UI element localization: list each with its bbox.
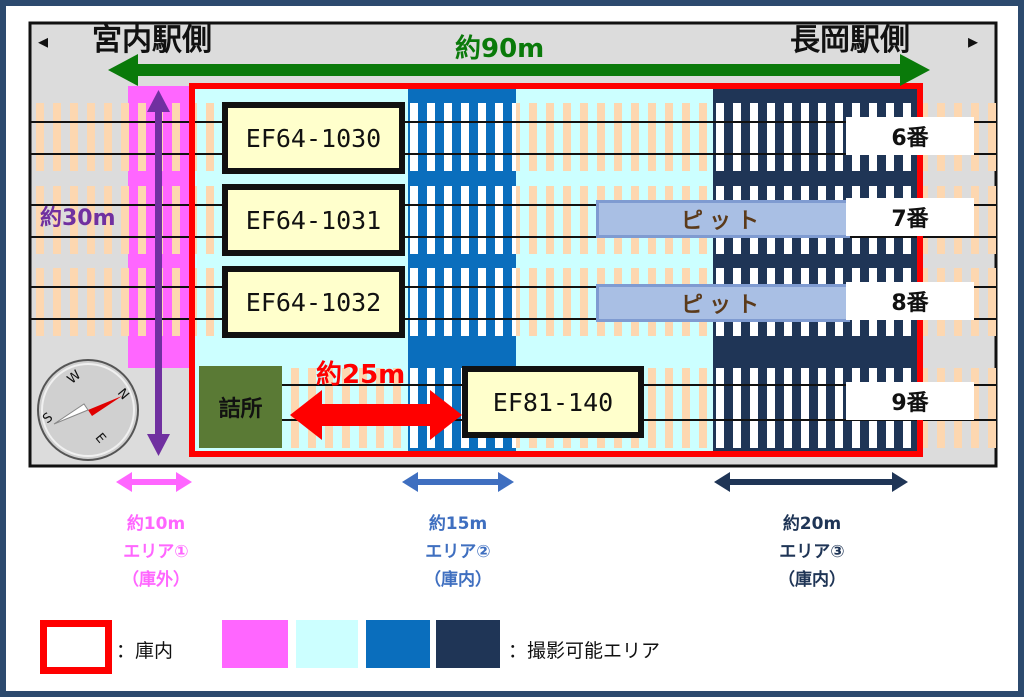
area-1-label: 約10m エリア① （庫外） <box>96 510 216 594</box>
area-2-size: 約15m <box>428 514 488 534</box>
staff-office: 詰所 <box>199 366 282 448</box>
locomotive-ef64-1030: EF64-1030 <box>222 102 405 174</box>
legend-depot-swatch <box>40 620 112 674</box>
area-3-name: エリア③ <box>779 542 845 562</box>
depot-border <box>189 83 923 457</box>
locomotive-ef64-1031: EF64-1031 <box>222 184 405 256</box>
area-2-note: （庫内） <box>424 570 492 590</box>
track-number-8: 8番 <box>846 282 974 320</box>
area-3-label: 約20m エリア③ （庫内） <box>752 510 872 594</box>
legend-swatch-area3 <box>436 620 500 668</box>
gap-length-label: 約25m <box>316 360 406 390</box>
locomotive-ef64-1032: EF64-1032 <box>222 266 405 338</box>
width-arrow <box>147 90 170 456</box>
legend-swatch-area1 <box>222 620 288 668</box>
total-length-label: 約90m <box>455 34 545 64</box>
left-station-label: 宮内駅側 <box>92 23 212 58</box>
track-number-9: 9番 <box>846 382 974 420</box>
area-1-range-arrow <box>116 472 192 492</box>
legend-depot-label: ：庫内 <box>116 640 174 662</box>
area-3-note: （庫内） <box>778 570 846 590</box>
area-1-size: 約10m <box>126 514 186 534</box>
compass-icon <box>37 359 139 461</box>
legend-swatch-interior <box>296 620 358 668</box>
left-arrow-icon: ◂ <box>38 29 49 53</box>
area-3-size: 約20m <box>782 514 842 534</box>
area-3-range-arrow <box>714 472 908 492</box>
area-1-name: エリア① <box>123 542 189 562</box>
width-length-label: 約30m <box>40 206 116 231</box>
right-station-label: 長岡駅側 <box>790 23 910 58</box>
track-number-7: 7番 <box>846 198 974 236</box>
right-arrow-icon: ▸ <box>968 29 979 53</box>
total-length-arrow <box>108 54 930 86</box>
locomotive-ef81-140: EF81-140 <box>462 366 644 438</box>
legend-swatch-area2 <box>366 620 430 668</box>
pit-track-8: ピット <box>596 284 850 322</box>
area-1-note: （庫外） <box>122 570 190 590</box>
area-2-name: エリア② <box>425 542 491 562</box>
pit-track-7: ピット <box>596 200 850 238</box>
track-number-6: 6番 <box>846 117 974 155</box>
legend-photo-label: ：撮影可能エリア <box>508 640 661 662</box>
gap-arrow <box>290 390 462 440</box>
area-2-range-arrow <box>402 472 514 492</box>
area-2-label: 約15m エリア② （庫内） <box>398 510 518 594</box>
